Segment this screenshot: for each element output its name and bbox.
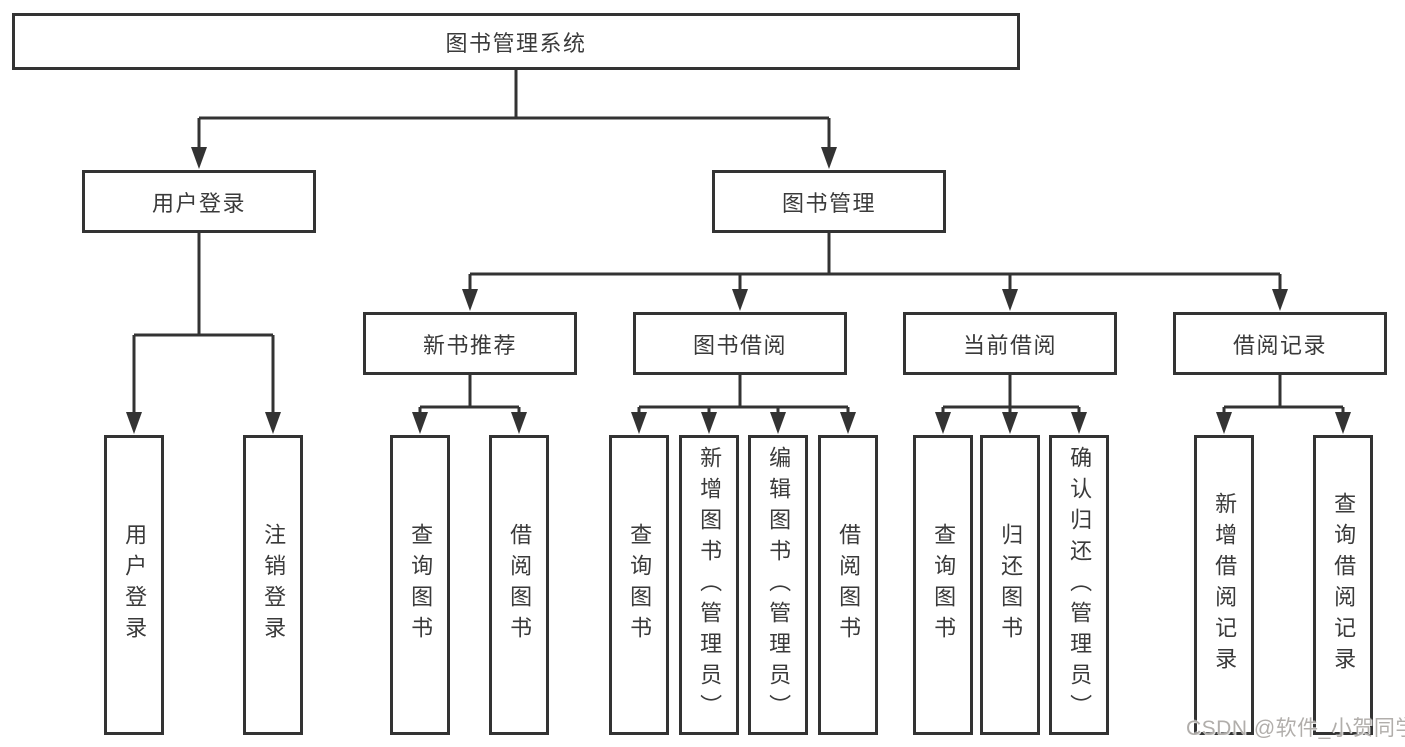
node-root: 图书管理系统 — [12, 13, 1020, 70]
leaf-add-book-admin: 新增图书（管理员） — [679, 435, 739, 735]
arrow-icon — [1071, 412, 1087, 434]
arrow-icon — [265, 412, 281, 434]
connector-user-login-to-leaves — [132, 233, 275, 414]
leaf-edit-book-admin: 编辑图书（管理员） — [748, 435, 808, 735]
leaf-user-login: 用户登录 — [104, 435, 164, 735]
arrow-icon — [770, 412, 786, 434]
leaf-return-book-label: 归还图书 — [998, 523, 1024, 647]
leaf-borrow-book-recommend-label: 借阅图书 — [507, 523, 533, 647]
leaf-query-book-borrow: 查询图书 — [609, 435, 669, 735]
leaf-user-login-label: 用户登录 — [122, 523, 148, 647]
leaf-borrow-book-label: 借阅图书 — [836, 523, 862, 647]
leaf-add-borrow-record-label: 新增借阅记录 — [1212, 492, 1238, 678]
node-current-borrow: 当前借阅 — [903, 312, 1117, 375]
leaf-borrow-book: 借阅图书 — [818, 435, 878, 735]
node-book-management: 图书管理 — [712, 170, 946, 233]
node-user-login: 用户登录 — [82, 170, 316, 233]
leaf-logout-label: 注销登录 — [261, 523, 287, 647]
connector-borrow-records-to-leaves — [1222, 375, 1345, 414]
node-user-login-label: 用户登录 — [151, 190, 246, 216]
node-borrow-records: 借阅记录 — [1173, 312, 1387, 375]
connector-current-borrow-to-leaves — [941, 375, 1081, 414]
leaf-query-book-current-label: 查询图书 — [931, 523, 957, 647]
leaf-query-borrow-record: 查询借阅记录 — [1313, 435, 1373, 735]
arrowheads — [126, 147, 1351, 434]
leaf-query-book-recommend-label: 查询图书 — [408, 523, 434, 647]
leaf-edit-book-admin-label: 编辑图书（管理员） — [766, 445, 792, 725]
node-borrow-records-label: 借阅记录 — [1232, 332, 1327, 358]
arrow-icon — [1216, 412, 1232, 434]
leaf-confirm-return-admin-label: 确认归还（管理员） — [1067, 445, 1093, 725]
node-book-borrow: 图书借阅 — [633, 312, 847, 375]
arrow-icon — [821, 147, 837, 169]
arrow-icon — [462, 289, 478, 311]
arrow-icon — [1272, 289, 1288, 311]
arrow-icon — [1002, 289, 1018, 311]
leaf-confirm-return-admin: 确认归还（管理员） — [1049, 435, 1109, 735]
node-book-management-label: 图书管理 — [781, 190, 876, 216]
leaf-add-book-admin-label: 新增图书（管理员） — [697, 445, 723, 725]
leaf-query-book-borrow-label: 查询图书 — [627, 523, 653, 647]
arrow-icon — [412, 412, 428, 434]
arrow-icon — [191, 147, 207, 169]
arrow-icon — [1335, 412, 1351, 434]
arrow-icon — [126, 412, 142, 434]
node-new-book-recommend: 新书推荐 — [363, 312, 577, 375]
connector-new-book-to-leaves — [418, 375, 521, 414]
leaf-query-book-current: 查询图书 — [913, 435, 973, 735]
leaf-borrow-book-recommend: 借阅图书 — [489, 435, 549, 735]
arrow-icon — [935, 412, 951, 434]
arrow-icon — [1002, 412, 1018, 434]
arrow-icon — [631, 412, 647, 434]
leaf-return-book: 归还图书 — [980, 435, 1040, 735]
connector-book-borrow-to-leaves — [637, 375, 850, 414]
leaf-query-borrow-record-label: 查询借阅记录 — [1331, 492, 1357, 678]
arrow-icon — [701, 412, 717, 434]
watermark: CSDN @软件_小贺同学 — [1186, 717, 1405, 740]
leaf-query-book-recommend: 查询图书 — [390, 435, 450, 735]
arrow-icon — [732, 289, 748, 311]
leaf-logout: 注销登录 — [243, 435, 303, 735]
connector-book-mgmt-to-level3 — [468, 233, 1282, 292]
node-root-label: 图书管理系统 — [445, 30, 587, 56]
node-new-book-recommend-label: 新书推荐 — [422, 332, 517, 358]
node-book-borrow-label: 图书借阅 — [692, 332, 787, 358]
node-current-borrow-label: 当前借阅 — [962, 332, 1057, 358]
leaf-add-borrow-record: 新增借阅记录 — [1194, 435, 1254, 735]
arrow-icon — [840, 412, 856, 434]
connector-root-to-level2 — [197, 70, 831, 150]
arrow-icon — [511, 412, 527, 434]
